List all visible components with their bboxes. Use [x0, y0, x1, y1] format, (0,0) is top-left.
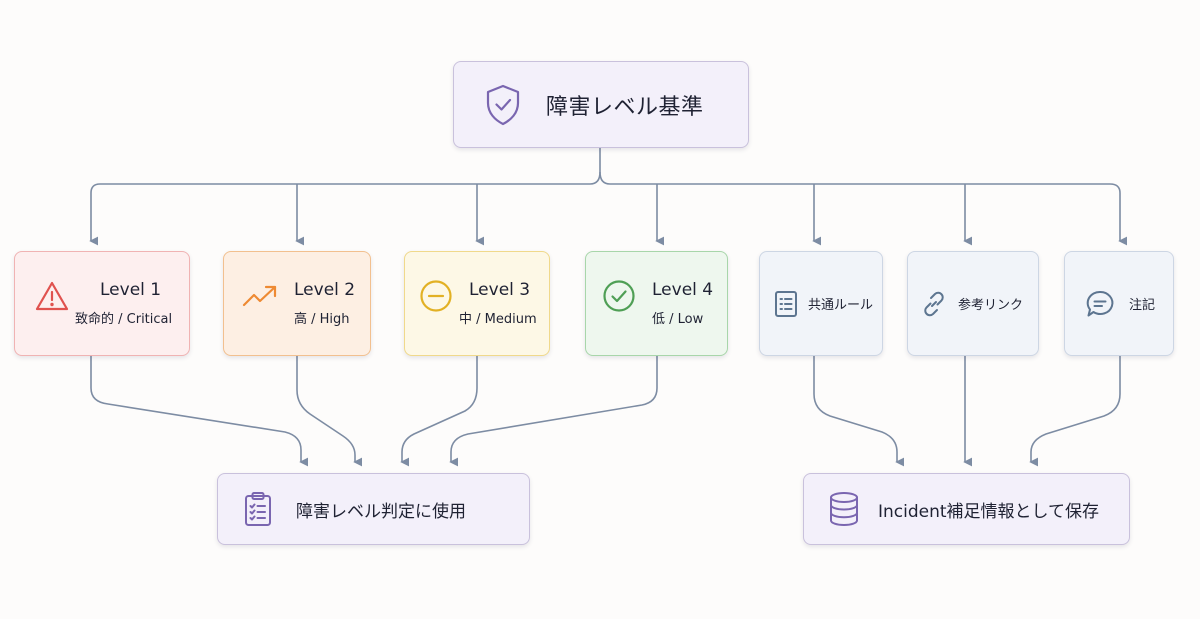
connector-common-rules-out — [813, 356, 905, 467]
level-2-node: Level 2 高 / High — [223, 251, 371, 356]
warning-triangle-icon — [35, 280, 69, 312]
incident-storage-node: Incident補足情報として保存 — [803, 473, 1130, 545]
level-3-subtitle: 中 / Medium — [459, 312, 537, 327]
common-rules-node: 共通ルール — [759, 251, 883, 356]
level-2-title: Level 2 — [294, 280, 356, 300]
reference-links-label: 参考リンク — [958, 298, 1024, 313]
connector-level2-out — [296, 356, 363, 467]
title-label: 障害レベル基準 — [546, 94, 704, 120]
trending-up-icon — [242, 283, 278, 309]
notes-node: 注記 — [1064, 251, 1174, 356]
database-icon — [828, 491, 860, 527]
check-circle-icon — [602, 279, 636, 313]
level-4-subtitle: 低 / Low — [652, 312, 704, 327]
connector-level1-out — [90, 356, 309, 467]
level-2-subtitle: 高 / High — [294, 312, 350, 327]
level-1-subtitle: 致命的 / Critical — [75, 312, 173, 327]
connector-title-right — [599, 171, 1128, 246]
connector-level3-out — [400, 356, 478, 467]
clipboard-checklist-icon — [244, 491, 272, 527]
notes-label: 注記 — [1129, 298, 1156, 313]
reference-links-node: 参考リンク — [907, 251, 1039, 356]
comment-icon — [1085, 289, 1115, 319]
title-node: 障害レベル基準 — [453, 61, 749, 148]
level-judgment-label: 障害レベル判定に使用 — [296, 501, 466, 522]
level-4-title: Level 4 — [652, 280, 714, 300]
link-icon — [920, 290, 948, 318]
level-3-node: Level 3 中 / Medium — [404, 251, 550, 356]
shield-check-icon — [484, 83, 522, 127]
level-1-node: Level 1 致命的 / Critical — [14, 251, 190, 356]
connector-title-trunk — [89, 148, 601, 246]
connector-level4-out — [449, 356, 658, 467]
level-1-title: Level 1 — [100, 280, 162, 300]
incident-storage-label: Incident補足情報として保存 — [878, 501, 1100, 522]
connector-notes-out — [1029, 356, 1121, 467]
level-3-title: Level 3 — [469, 280, 531, 300]
minus-circle-icon — [419, 279, 453, 313]
common-rules-label: 共通ルール — [808, 298, 874, 313]
level-4-node: Level 4 低 / Low — [585, 251, 728, 356]
level-judgment-node: 障害レベル判定に使用 — [217, 473, 530, 545]
document-list-icon — [774, 290, 798, 318]
